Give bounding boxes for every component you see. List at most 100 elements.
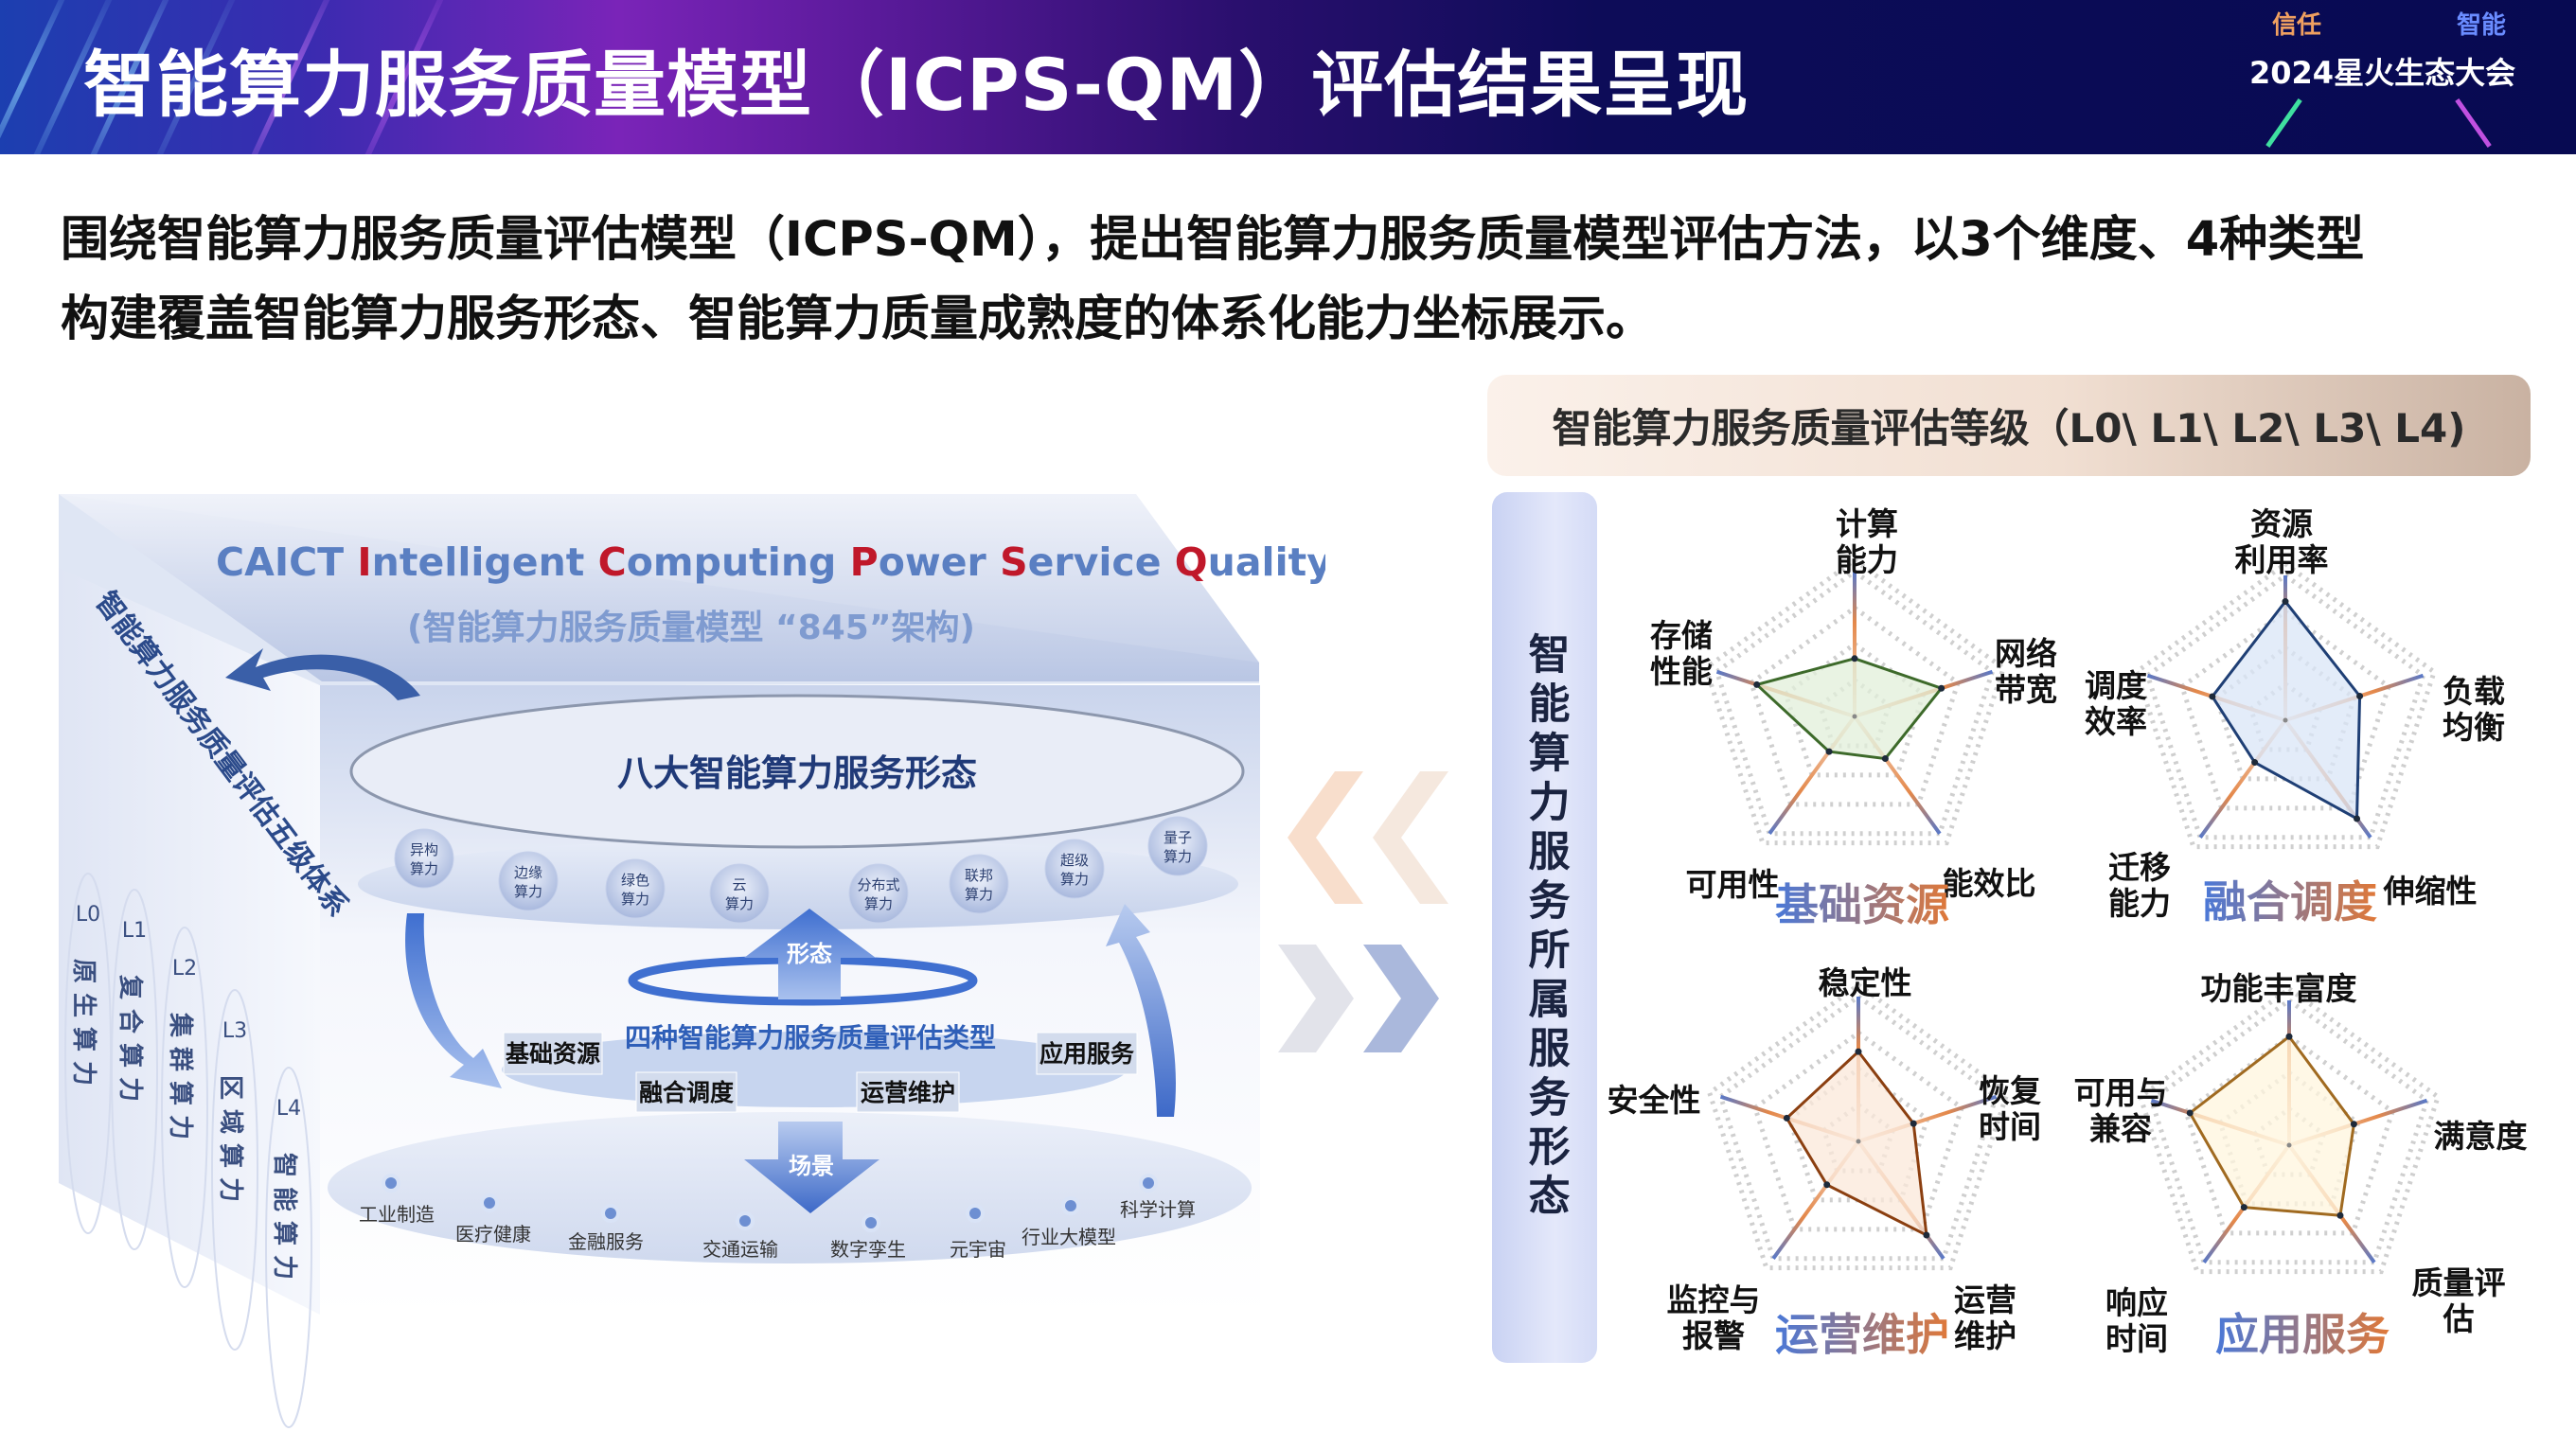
- page-title: 智能算力服务质量模型（ICPS-QM）评估结果呈现: [83, 43, 1750, 127]
- radar-axis-label: 质量评估: [2411, 1264, 2506, 1337]
- radar-data-point: [2240, 1204, 2247, 1211]
- chevron-right-icon: [1278, 945, 1354, 1052]
- radar-data-point: [1753, 680, 1761, 688]
- svg-text:算力: 算力: [410, 860, 438, 877]
- radar-data-point: [1851, 655, 1858, 663]
- svg-text:应用服务: 应用服务: [1039, 1040, 1134, 1068]
- model-caption-en: CAICT Intelligent Computing Power Servic…: [216, 539, 1325, 585]
- chevron-left-icon: [1373, 771, 1448, 904]
- radar-grid-ring: [1717, 993, 1999, 1262]
- up-arrow-icon: [744, 909, 876, 999]
- svg-text:分布式: 分布式: [857, 876, 899, 893]
- level-name: 复合算力: [115, 975, 145, 1111]
- radar-axis-label: 迁移 能力: [2108, 849, 2171, 922]
- radar-series-area: [2188, 1034, 2355, 1217]
- conference-logo: 信任 智能 2024星火生态大会: [2244, 0, 2537, 154]
- radar-series-area: [2211, 599, 2362, 822]
- svg-text:基础资源: 基础资源: [506, 1040, 600, 1068]
- scene-dot: [1061, 1196, 1080, 1215]
- radar-chart-title: 应用服务: [2215, 1300, 2389, 1363]
- level-name: 智能算力: [270, 1153, 299, 1289]
- radar-axis-label: 恢复 时间: [1979, 1072, 2041, 1145]
- scene-dot: [480, 1193, 499, 1212]
- radar-data-point: [1923, 1231, 1930, 1239]
- radar-chart-2: [1706, 981, 2011, 1271]
- radar-data-point: [1881, 755, 1889, 763]
- svg-text:融合调度: 融合调度: [639, 1079, 734, 1106]
- svg-text:算力: 算力: [1164, 848, 1192, 865]
- radar-grid-ring: [2144, 572, 2426, 840]
- radar-data-point: [2356, 692, 2364, 699]
- type-box-fusion-scheduling: 融合调度: [635, 1071, 737, 1113]
- form-arrow-label: 形态: [787, 941, 832, 967]
- scene-label: 工业制造: [359, 1203, 435, 1226]
- forms-ellipse: [349, 694, 1245, 849]
- radar-data-point: [1783, 1114, 1790, 1122]
- radar-axis-label: 存储 性能: [1650, 617, 1713, 690]
- header-banner: 智能算力服务质量模型（ICPS-QM）评估结果呈现 信任 智能 2024星火生态…: [0, 0, 2576, 154]
- svg-text:算力: 算力: [621, 891, 649, 908]
- radar-axis-label: 负载 均衡: [2443, 673, 2505, 746]
- scene-arrow-label: 场景: [789, 1153, 834, 1179]
- scene-dot: [382, 1174, 400, 1193]
- radar-axis-label: 调度 效率: [2085, 667, 2147, 740]
- intro-paragraph: 围绕智能算力服务质量评估模型（ICPS-QM），提出智能算力服务质量模型评估方法…: [61, 201, 2364, 360]
- radar-axis-label: 功能丰富度: [2200, 970, 2357, 1007]
- svg-text:边缘: 边缘: [514, 864, 542, 881]
- radar-axis-label: 稳定性: [1818, 964, 1912, 1001]
- scene-label: 元宇宙: [950, 1238, 1006, 1261]
- types-title: 四种智能算力服务质量评估类型: [625, 1022, 996, 1053]
- radar-data-point: [1823, 1181, 1831, 1189]
- radar-data-point: [1938, 684, 1945, 692]
- svg-text:量子: 量子: [1164, 829, 1192, 846]
- radar-data-point: [2209, 693, 2216, 700]
- radar-data-point: [2251, 759, 2259, 767]
- radar-axis-label: 计算 能力: [1836, 505, 1898, 578]
- flow-chevrons: [1278, 771, 1448, 1052]
- type-box-basic-resources: 基础资源: [503, 1032, 603, 1075]
- radar-data-point: [2336, 1211, 2344, 1219]
- radar-data-point: [2285, 1033, 2293, 1040]
- radar-axis-label: 能效比: [1942, 865, 2036, 902]
- type-box-application-services: 应用服务: [1036, 1032, 1138, 1075]
- scene-label: 金融服务: [568, 1230, 644, 1253]
- icps-qm-845-architecture-diagram: CAICT Intelligent Computing Power Servic…: [59, 494, 1325, 1428]
- right-curved-arrow-icon: [1106, 904, 1176, 1117]
- level-code: L4: [276, 1097, 301, 1121]
- radar-grid-ring: [1786, 1066, 1930, 1203]
- radar-data-point: [2282, 598, 2289, 606]
- down-arrow-icon: [744, 1122, 879, 1213]
- scene-dot: [862, 1213, 880, 1232]
- radar-data-point: [1855, 1048, 1862, 1055]
- scene-label: 数字孪生: [830, 1238, 906, 1261]
- level-code: L3: [222, 1019, 247, 1043]
- scene-label: 交通运输: [702, 1238, 778, 1261]
- level-name: 集群算力: [166, 1012, 195, 1149]
- radar-chart-3: [2137, 985, 2442, 1275]
- left-curved-arrow-icon: [405, 913, 502, 1088]
- logo-text-intelligence: 智能: [2457, 11, 2507, 40]
- scene-label: 科学计算: [1120, 1198, 1196, 1221]
- level-name: 原生算力: [69, 959, 98, 1095]
- svg-text:算力: 算力: [864, 895, 893, 912]
- radar-data-point: [1825, 748, 1833, 755]
- svg-text:算力: 算力: [1060, 871, 1089, 888]
- radar-axis-label: 可用性: [1685, 866, 1780, 903]
- model-caption-cn: (智能算力服务质量模型 “845”架构): [407, 609, 975, 647]
- logo-text-name: 2024星火生态大会: [2249, 55, 2516, 91]
- radar-chart-title: 运营维护: [1775, 1300, 1949, 1363]
- radar-axis-label: 运营 维护: [1954, 1281, 2016, 1354]
- scene-dot: [1139, 1174, 1158, 1193]
- level-name: 区域算力: [216, 1075, 245, 1211]
- service-form-band: 智能算力服务所属服务形态: [1492, 492, 1597, 1363]
- curved-arrow-to-levels-icon: [225, 648, 420, 700]
- radar-axis-label: 安全性: [1607, 1082, 1701, 1119]
- service-form-bubble: 云算力: [709, 863, 770, 924]
- radar-axis-label: 响应 时间: [2105, 1284, 2168, 1357]
